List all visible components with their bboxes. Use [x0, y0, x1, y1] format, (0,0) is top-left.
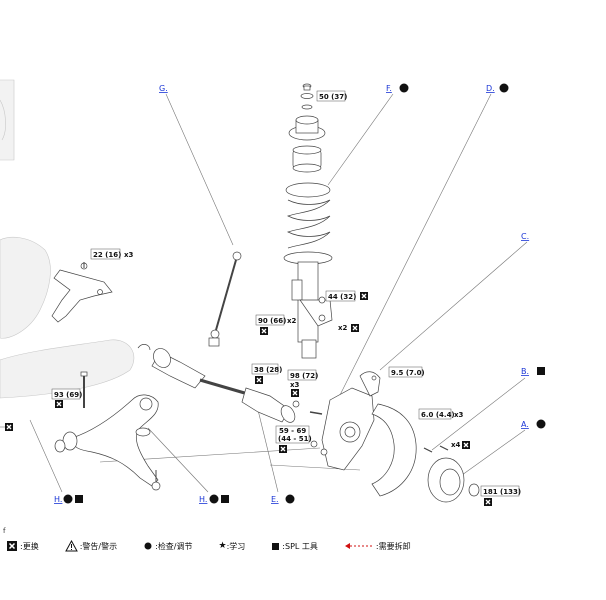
spl-tool-icon: [272, 542, 280, 550]
legend-inspect: :检查/调节: [143, 541, 193, 552]
callout-a[interactable]: A.: [521, 420, 529, 429]
mult-x3-bracket: x3: [124, 251, 134, 259]
callout-b[interactable]: B.: [521, 367, 529, 376]
torque-sensor-bolt: 9.5 (7.0): [391, 369, 425, 377]
remove-arrow-icon: [344, 543, 373, 549]
stabilizer-link: [208, 251, 242, 347]
spl-tool-icon: [221, 495, 229, 503]
inspect-dot-icon: [285, 494, 295, 504]
footer-mark: f: [3, 527, 6, 535]
legend-warning-label: 警告/警示: [82, 541, 118, 551]
inspect-dot-icon: [399, 83, 409, 93]
torque-strut-bolt: 90 (66): [258, 317, 286, 325]
callouts[interactable]: G. F. D. C. B. A. E. H. H.: [54, 84, 529, 504]
replace-icon: [278, 444, 288, 454]
legend-learn: ★ :学习: [218, 541, 246, 551]
torque-ball-joint-2: (44 - 51): [278, 435, 312, 443]
replace-icon: [7, 541, 17, 551]
inspect-dot-icon: [499, 83, 509, 93]
inspect-dot-icon: [144, 542, 152, 550]
bracket: [51, 262, 113, 323]
legend-inspect-label: 检查/调节: [157, 541, 193, 551]
spl-tool-icon: [537, 367, 545, 375]
callout-d[interactable]: D.: [486, 84, 495, 93]
legend-remove-label: 需要拆卸: [378, 541, 411, 551]
coil-spring-strut: [283, 182, 333, 359]
torque-labels: 50 (37) 44 (32) x2 22 (16) x3 90 (66) x2…: [4, 90, 521, 507]
speed-sensor: [359, 371, 381, 397]
callout-c[interactable]: C.: [521, 232, 529, 241]
hub-bearing: [423, 445, 480, 503]
inspect-dot-icon: [209, 494, 219, 504]
mult-x2-knuckle: x2: [338, 324, 348, 332]
mult-x2-strut: x2: [287, 317, 297, 325]
legend-spl-label: SPL 工具: [285, 541, 318, 551]
mult-x4-hub: x4: [451, 441, 461, 449]
steering-knuckle: [292, 387, 375, 471]
mult-x3-knuckle: x3: [290, 381, 300, 389]
lower-control-arm: [54, 371, 161, 491]
legend-spl: :SPL 工具: [271, 541, 318, 552]
replace-icon: [290, 388, 300, 398]
replace-icon: [54, 399, 64, 409]
ghost-body-parts: [0, 79, 135, 399]
torque-38: 38 (28): [254, 366, 282, 374]
callout-h-right[interactable]: H.: [199, 495, 207, 504]
inspect-dot-icon: [536, 419, 546, 429]
strut-top-mount: [288, 83, 326, 173]
warning-icon: [64, 540, 78, 552]
inspect-dot-icon: [63, 494, 73, 504]
replace-icon: [461, 440, 471, 450]
drive-shaft: [137, 344, 296, 423]
replace-icon: [254, 375, 264, 385]
callout-h-left[interactable]: H.: [54, 495, 62, 504]
torque-shield-bolt: 6.0 (4.4): [421, 411, 455, 419]
replace-icon: [4, 422, 14, 432]
dust-shield: [371, 403, 417, 497]
replace-icon: [359, 291, 369, 301]
legend-remove: :需要拆卸: [344, 541, 411, 552]
replace-icon: [350, 323, 360, 333]
torque-98: 98 (72): [290, 372, 318, 380]
callout-g[interactable]: G.: [159, 84, 168, 93]
callout-markers: [63, 83, 546, 504]
replace-icon: [483, 497, 493, 507]
torque-top-nut: 50 (37): [319, 93, 347, 101]
legend-replace: :更换: [6, 540, 39, 552]
torque-stab-link-nut: 44 (32): [328, 293, 356, 301]
spl-tool-icon: [75, 495, 83, 503]
replace-icon: [259, 326, 269, 336]
callout-e[interactable]: E.: [271, 495, 279, 504]
torque-ball-joint-1: 59 - 69: [279, 427, 306, 435]
star-icon: ★: [218, 541, 227, 551]
legend: :更换 :警告/警示 :检查/调节 ★ :学习 :SPL 工具 :需要拆卸: [6, 538, 600, 554]
torque-lower-arm-bolt: 93 (69): [54, 391, 82, 399]
legend-warning: :警告/警示: [64, 540, 118, 552]
legend-learn-label: 学习: [229, 541, 246, 551]
torque-hub-nut: 181 (133): [483, 488, 521, 496]
torque-bracket-bolt: 22 (16): [93, 251, 121, 259]
legend-replace-label: 更换: [22, 541, 39, 551]
mult-x3-shield: x3: [454, 411, 464, 419]
callout-f[interactable]: F.: [386, 84, 392, 93]
